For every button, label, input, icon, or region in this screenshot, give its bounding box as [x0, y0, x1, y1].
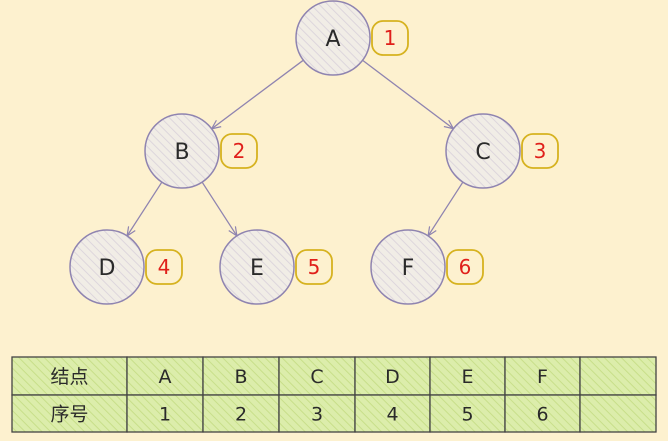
cell-value: 3 — [311, 404, 323, 426]
cell-value: 1 — [159, 404, 171, 426]
node-label: D — [99, 256, 116, 281]
cell-value: D — [385, 366, 400, 388]
order-number: 6 — [459, 255, 472, 279]
cell-value: 5 — [461, 404, 473, 426]
table-cell — [202, 356, 280, 396]
order-number: 4 — [158, 255, 171, 279]
edge-C-F — [428, 181, 464, 236]
cell-value: E — [461, 366, 473, 388]
row-header-label: 结点 — [50, 366, 88, 388]
table-cell — [579, 356, 657, 396]
edge-B-E — [201, 181, 237, 236]
table-cell — [429, 356, 506, 396]
edge-A-B — [212, 59, 304, 129]
node-circle — [370, 229, 446, 305]
cell-value: C — [310, 366, 323, 388]
cell-value: A — [159, 366, 172, 388]
cell-value: F — [537, 366, 548, 388]
order-number: 1 — [384, 26, 397, 50]
cell-value: 6 — [536, 404, 548, 426]
order-badge — [220, 133, 258, 169]
table-cell — [504, 394, 581, 433]
node-label: F — [402, 256, 415, 281]
order-badge — [371, 20, 409, 56]
node-circle — [295, 0, 371, 76]
order-number: 3 — [534, 139, 547, 163]
table-cell — [354, 356, 431, 396]
cell-value: 4 — [386, 404, 398, 426]
table-header-cell — [11, 394, 128, 433]
table-cell — [354, 394, 431, 433]
table-cell — [278, 394, 356, 433]
table-row: 序号 1 2 3 4 5 6 — [11, 394, 657, 433]
table-cell — [126, 356, 204, 396]
order-badge — [145, 249, 183, 285]
order-badge — [521, 133, 559, 169]
edges — [127, 59, 464, 236]
node-label: A — [325, 27, 340, 52]
node-circle — [219, 229, 295, 305]
node-circle — [445, 113, 521, 189]
node-circle — [69, 229, 145, 305]
node-label: E — [250, 256, 264, 281]
order-number: 5 — [308, 255, 321, 279]
edge-B-D — [127, 181, 163, 236]
order-badge — [295, 249, 333, 285]
table-cell — [579, 394, 657, 433]
cell-value: B — [234, 366, 247, 388]
table-row: 结点 A B C D E F — [11, 356, 657, 396]
edge-A-C — [362, 59, 454, 128]
row-header-label: 序号 — [50, 404, 88, 426]
node-label: C — [475, 140, 490, 165]
node-label: B — [174, 140, 189, 165]
order-table: 结点 A B C D E F 序号 1 2 3 4 5 6 — [11, 356, 657, 433]
order-badge — [446, 249, 484, 285]
order-number: 2 — [233, 139, 246, 163]
table-cell — [429, 394, 506, 433]
cell-value: 2 — [235, 404, 247, 426]
node-circle — [144, 113, 220, 189]
